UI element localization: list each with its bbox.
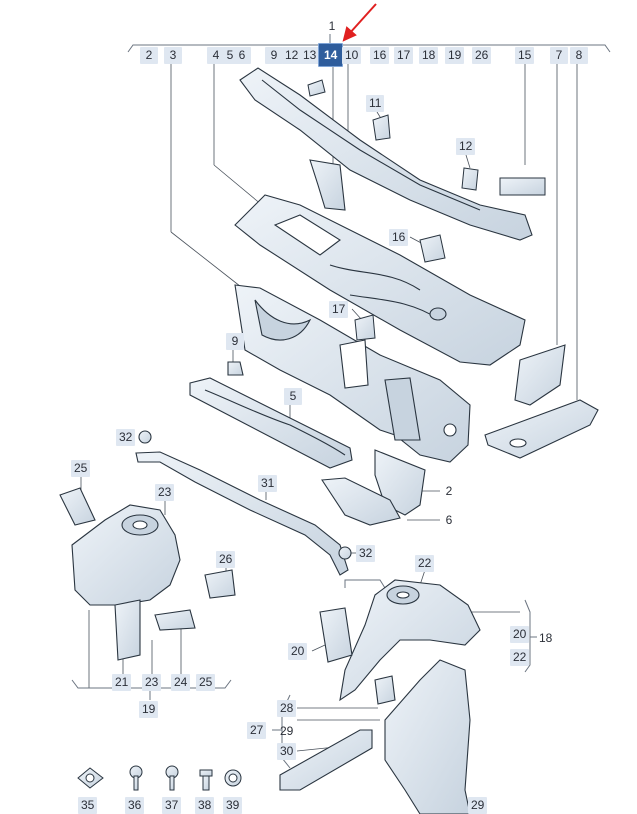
callout-30[interactable]: 30 — [277, 743, 297, 760]
callout-20-b[interactable]: 20 — [510, 626, 530, 643]
callout-26[interactable]: 26 — [472, 47, 492, 64]
cowl-panel-part — [234, 194, 526, 366]
callout-6[interactable]: 6 — [233, 47, 251, 64]
callout-14-highlighted[interactable]: 14 — [318, 43, 344, 67]
fasteners — [77, 765, 242, 791]
callout-22-b[interactable]: 22 — [510, 649, 530, 666]
side-bracket-parts — [484, 344, 599, 459]
small-brackets — [307, 79, 546, 341]
callout-4[interactable]: 4 — [207, 47, 225, 64]
callout-12-b[interactable]: 12 — [456, 138, 476, 155]
callout-7[interactable]: 7 — [550, 47, 568, 64]
red-arrow-icon — [342, 3, 377, 42]
callout-23[interactable]: 23 — [155, 484, 175, 501]
callout-17-b[interactable]: 17 — [329, 301, 349, 318]
callout-26-b[interactable]: 26 — [216, 551, 236, 568]
callout-16-b[interactable]: 16 — [389, 229, 409, 246]
callout-38[interactable]: 38 — [195, 797, 215, 814]
callout-18[interactable]: 18 — [419, 47, 439, 64]
cross-member-part — [189, 361, 353, 469]
lower-panel-parts — [321, 449, 426, 526]
callout-20[interactable]: 20 — [288, 643, 308, 660]
cowl-rail-part — [239, 67, 533, 241]
callout-6-b[interactable]: 6 — [445, 513, 453, 527]
bulkhead-part — [234, 284, 471, 463]
callout-9-b[interactable]: 9 — [226, 333, 244, 350]
callout-27[interactable]: 27 — [247, 722, 267, 739]
callout-16[interactable]: 16 — [370, 47, 390, 64]
callout-25-b[interactable]: 25 — [196, 674, 216, 691]
callout-32-b[interactable]: 32 — [356, 545, 376, 562]
top-bracket — [127, 34, 611, 53]
callout-11[interactable]: 11 — [366, 95, 385, 112]
callout-35[interactable]: 35 — [78, 797, 98, 814]
callout-10[interactable]: 10 — [342, 47, 362, 64]
callout-2[interactable]: 2 — [140, 47, 158, 64]
callout-32[interactable]: 32 — [116, 429, 136, 446]
callout-39[interactable]: 39 — [223, 797, 243, 814]
callout-12[interactable]: 12 — [282, 47, 302, 64]
left-strut-tower-part — [59, 487, 236, 661]
callout-31[interactable]: 31 — [258, 475, 278, 492]
callout-9[interactable]: 9 — [265, 47, 283, 64]
longitudinal-member-part — [279, 659, 471, 814]
callout-17[interactable]: 17 — [394, 47, 414, 64]
callout-29[interactable]: 29 — [280, 724, 294, 738]
callout-19[interactable]: 19 — [139, 701, 159, 718]
right-strut-tower-part — [319, 579, 481, 702]
callout-1[interactable]: 1 — [328, 19, 336, 33]
strut-bar-part — [135, 430, 352, 576]
callout-15[interactable]: 15 — [515, 47, 535, 64]
callout-29-b[interactable]: 29 — [468, 797, 488, 814]
callout-24[interactable]: 24 — [171, 674, 191, 691]
callout-3[interactable]: 3 — [164, 47, 182, 64]
callout-25[interactable]: 25 — [71, 460, 91, 477]
callout-13[interactable]: 13 — [300, 47, 320, 64]
callout-21[interactable]: 21 — [112, 674, 132, 691]
callout-22[interactable]: 22 — [415, 555, 435, 572]
callout-23-b[interactable]: 23 — [142, 674, 162, 691]
callout-28[interactable]: 28 — [277, 700, 297, 717]
callout-8[interactable]: 8 — [570, 47, 588, 64]
callout-19[interactable]: 19 — [445, 47, 465, 64]
callout-2-b[interactable]: 2 — [445, 484, 453, 498]
callout-37[interactable]: 37 — [162, 797, 182, 814]
callout-36[interactable]: 36 — [125, 797, 145, 814]
callout-18-b[interactable]: 18 — [539, 631, 553, 645]
callout-5-b[interactable]: 5 — [284, 388, 302, 405]
